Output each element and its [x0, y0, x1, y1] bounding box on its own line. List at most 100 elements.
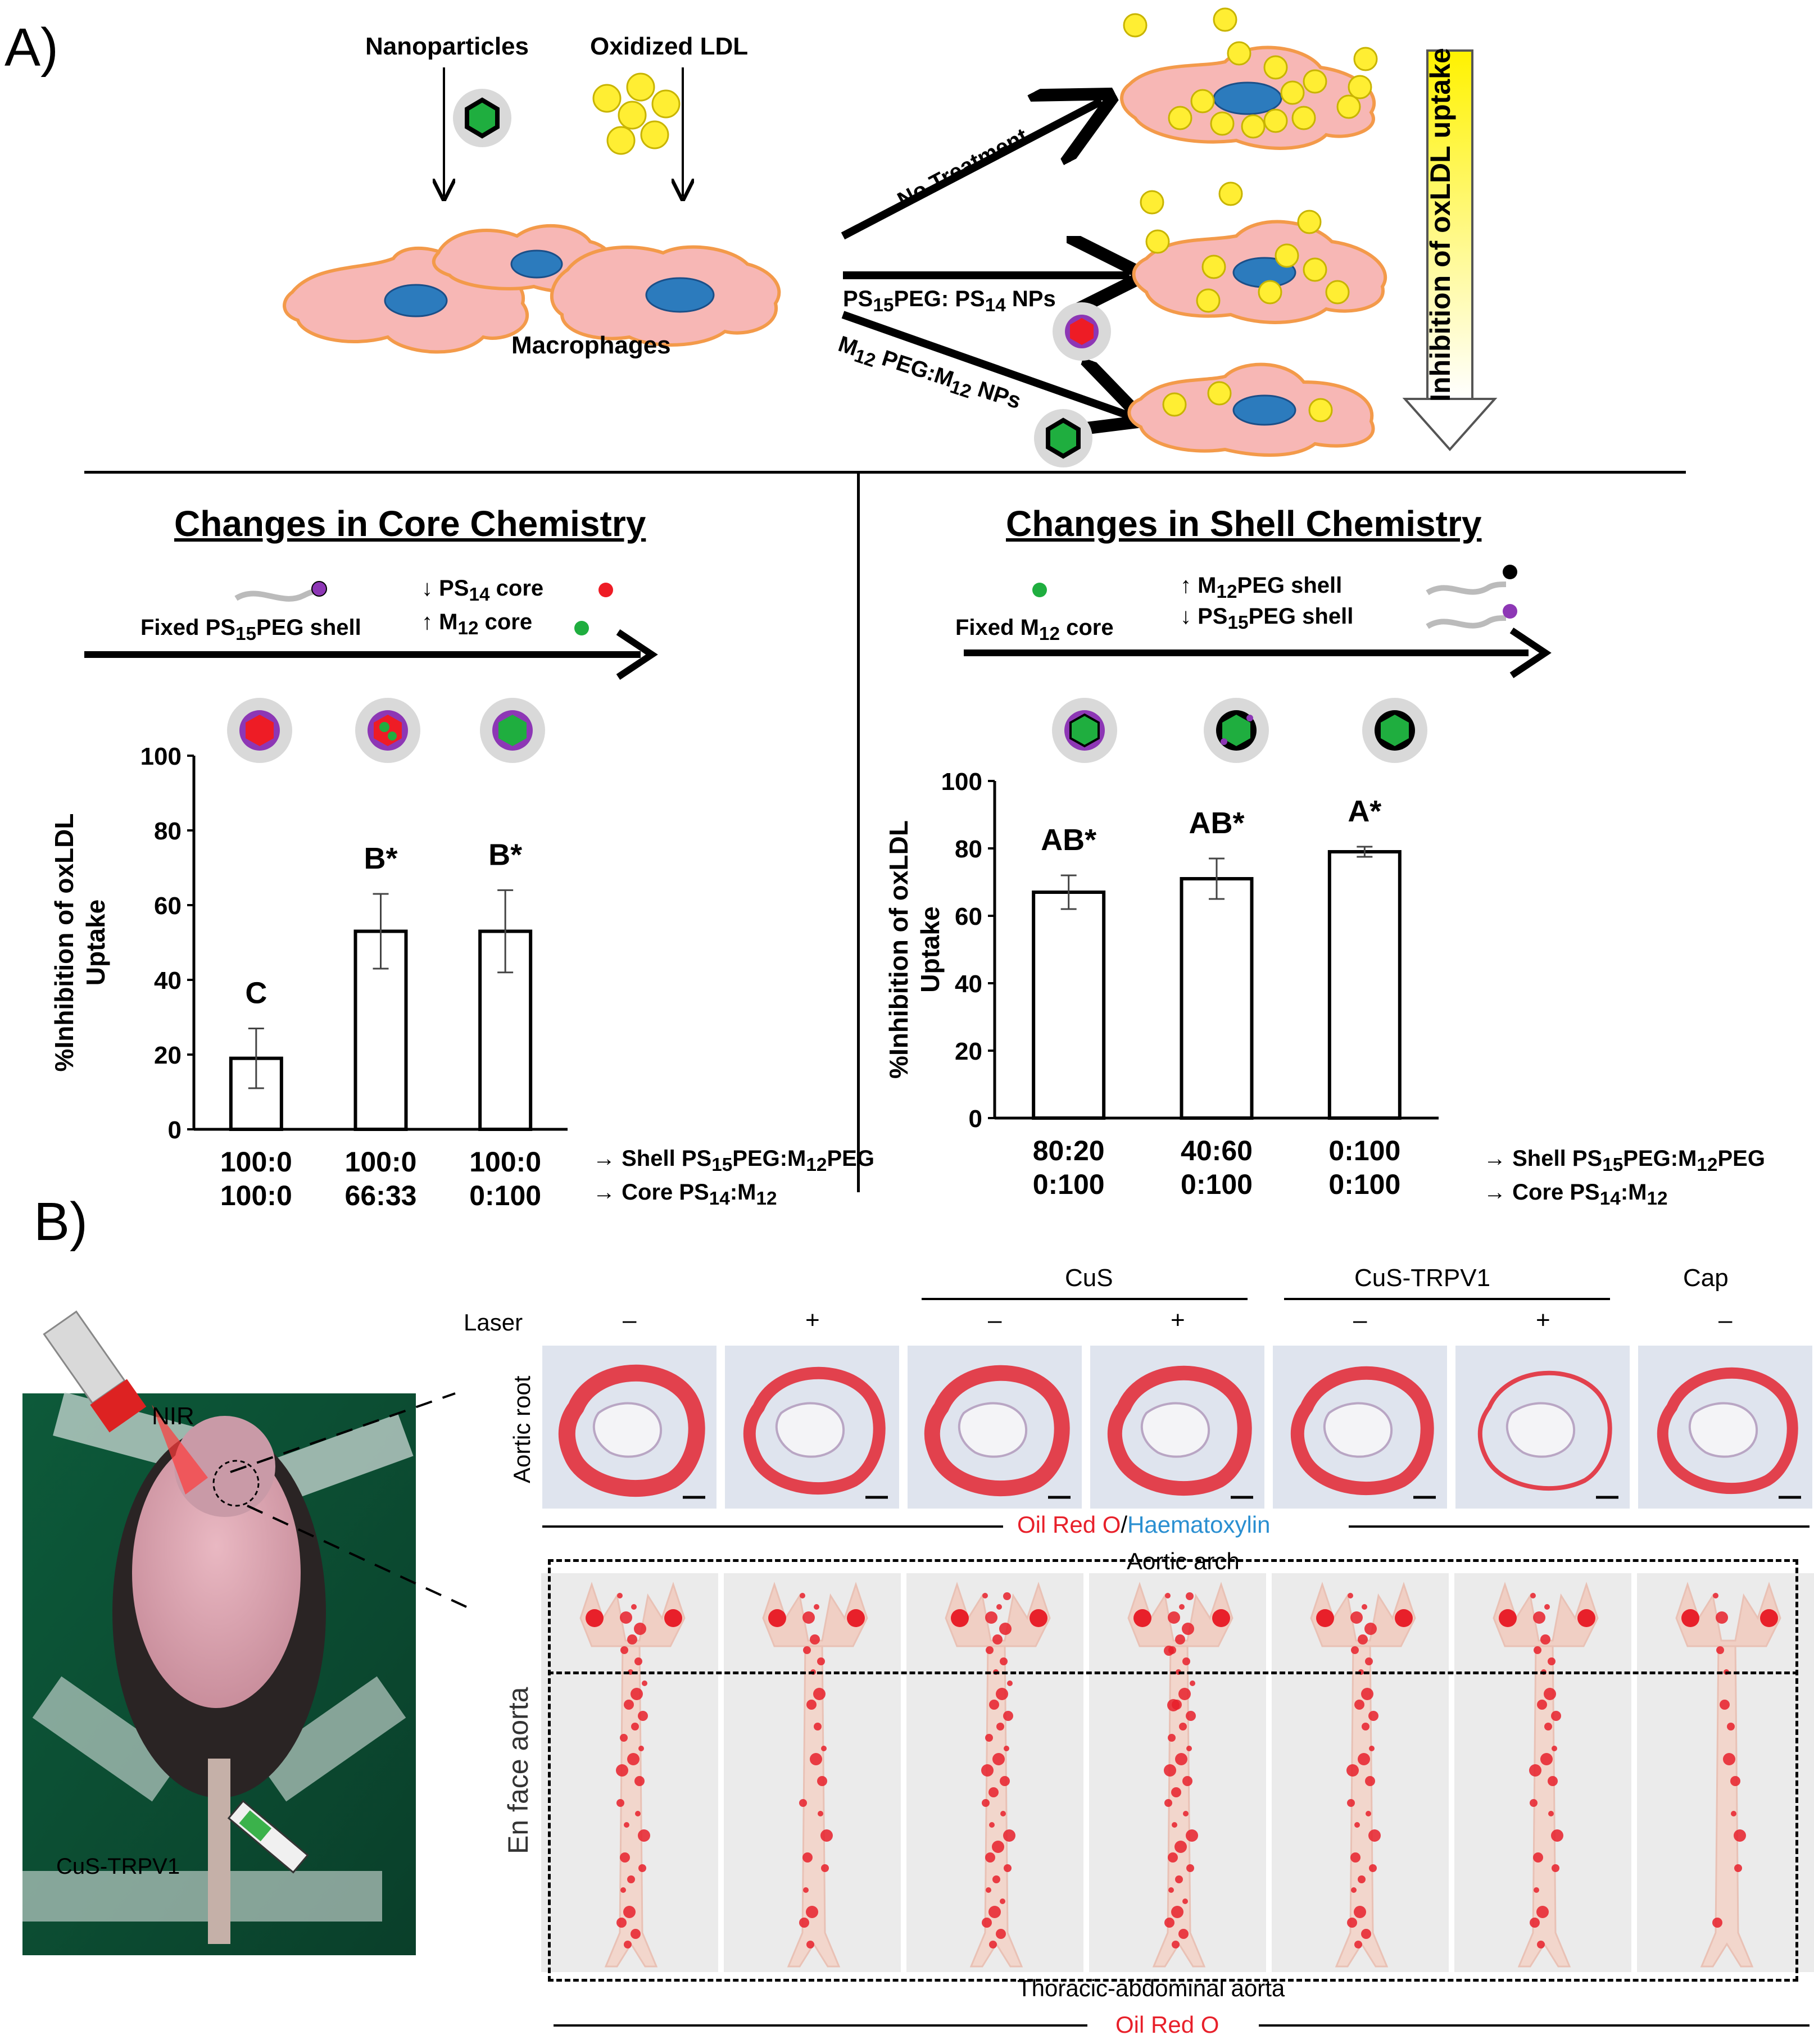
aortic-root-image	[725, 1346, 899, 1509]
laser-state: +	[805, 1306, 820, 1334]
shell-shell-row-label: → Shell PS15PEG:M12PEG	[1484, 1146, 1765, 1175]
np-icon-core-3	[480, 698, 545, 763]
aortic-root-image	[542, 1346, 716, 1509]
category-core-label: 0:100	[469, 1180, 541, 1211]
chart-shell: %Inhibition of oxLDLUptake020406080100AB…	[884, 768, 1439, 1200]
ps-nps-label: PS15PEG: PS14 NPs	[843, 287, 1056, 316]
core-up-label: ↑ M12 core	[421, 610, 533, 639]
significance-label: AB*	[1041, 823, 1096, 857]
y-tick-label: 40	[154, 967, 182, 994]
laser-state: –	[988, 1306, 1002, 1334]
np-icon-shell-3	[1362, 698, 1427, 763]
oil-line-right	[1259, 2024, 1810, 2027]
en-face-aorta-image	[906, 1573, 1083, 1972]
stain-line-left	[542, 1525, 1003, 1528]
np-icon-shell-1	[1052, 698, 1117, 763]
shell-down-label: ↓ PS15PEG shell	[1180, 604, 1354, 633]
category-core-label: 0:100	[1033, 1169, 1105, 1200]
group-header-cus: CuS	[1065, 1264, 1113, 1292]
category-core-label: 0:100	[1328, 1169, 1400, 1200]
en-face-aorta-image	[1637, 1573, 1814, 1972]
schematic: Inhibition of oxLDL uptake	[283, 7, 1498, 467]
np-icon-core-2	[355, 698, 420, 763]
inhibition-arrow	[1402, 49, 1498, 452]
y-tick-label: 0	[969, 1105, 982, 1133]
category-shell-label: 100:0	[220, 1146, 292, 1178]
mouse-photo: NIR CuS-TRPV1	[22, 1310, 416, 1955]
y-axis-label: %Inhibition of oxLDLUptake	[49, 814, 110, 1072]
category-shell-label: 100:0	[469, 1146, 541, 1178]
laser-state: –	[1353, 1306, 1367, 1334]
syringe-label: CuS-TRPV1	[56, 1854, 180, 1879]
m-np-icon	[1034, 409, 1092, 467]
category-core-label: 100:0	[220, 1180, 292, 1211]
thoracic-label: Thoracic-abdominal aorta	[1017, 1975, 1285, 2001]
nanoparticle-icon	[453, 89, 511, 147]
y-tick-label: 100	[941, 768, 982, 796]
aortic-root-image	[1638, 1346, 1812, 1509]
stain-line-right	[1349, 1525, 1810, 1528]
y-tick-label: 80	[955, 835, 982, 863]
laser-states-row: –+–+–+–	[0, 1306, 1814, 1340]
nanoparticles-label: Nanoparticles	[365, 33, 529, 60]
aortic-root-image	[1090, 1346, 1264, 1509]
core-fixed-label: Fixed PS15PEG shell	[140, 615, 361, 644]
core-heading: Changes in Core Chemistry	[174, 503, 646, 544]
laser-state: +	[1536, 1306, 1550, 1334]
category-shell-label: 80:20	[1033, 1135, 1105, 1166]
laser-state: –	[1718, 1306, 1733, 1334]
cus-header-line	[922, 1298, 1248, 1300]
aortic-arch-divider	[548, 1671, 1798, 1674]
shell-heading: Changes in Shell Chemistry	[1006, 503, 1482, 544]
laser-label: Laser	[464, 1309, 523, 1336]
macrophage-nuclei	[384, 249, 715, 317]
core-shell-row-label: → Shell PS15PEG:M12PEG	[593, 1146, 874, 1175]
en-face-aorta-image	[1272, 1573, 1449, 1972]
category-core-label: 66:33	[345, 1180, 417, 1211]
y-tick-label: 80	[154, 817, 182, 845]
shell-core-row-label: → Core PS14:M12	[1484, 1180, 1668, 1209]
panel-b-label: B)	[34, 1192, 88, 1252]
y-tick-label: 60	[154, 892, 182, 920]
arrow-m-nps	[841, 311, 1130, 416]
laser-state: +	[1171, 1306, 1185, 1334]
significance-label: AB*	[1189, 806, 1244, 840]
y-tick-label: 60	[955, 903, 982, 930]
bar	[1032, 891, 1106, 1120]
shell-fixed-label: Fixed M12 core	[955, 615, 1114, 644]
category-shell-label: 40:60	[1181, 1135, 1253, 1166]
divider-vertical	[857, 473, 860, 1192]
en-face-aorta-image	[724, 1573, 901, 1972]
y-tick-label: 100	[140, 743, 182, 770]
divider-horizontal	[84, 471, 1686, 474]
bar	[1180, 877, 1254, 1120]
chart-core: %Inhibition of oxLDLUptake020406080100C1…	[49, 743, 568, 1211]
category-shell-label: 0:100	[1328, 1135, 1400, 1166]
y-tick-label: 20	[955, 1038, 982, 1065]
significance-label: B*	[364, 842, 397, 875]
en-face-aorta-image	[1454, 1573, 1631, 1972]
inhibition-label: Inhibition of oxLDL uptake	[1425, 48, 1456, 402]
aortic-root-images	[0, 1346, 1814, 1514]
en-face-aorta-image	[1089, 1573, 1266, 1972]
shell-up-label: ↑ M12PEG shell	[1180, 573, 1343, 602]
np-icon-core-1	[227, 698, 292, 763]
aortic-root-image	[1273, 1346, 1447, 1509]
en-face-dashed-box	[548, 1559, 1798, 1982]
category-core-label: 0:100	[1181, 1169, 1253, 1200]
section-arrows	[84, 565, 1552, 680]
macrophages-label: Macrophages	[511, 331, 671, 359]
core-core-row-label: → Core PS14:M12	[593, 1180, 777, 1209]
y-axis-label: %Inhibition of oxLDLUptake	[884, 820, 945, 1079]
category-shell-label: 100:0	[345, 1146, 417, 1178]
panel-a-label: A)	[4, 17, 58, 78]
significance-label: C	[245, 976, 267, 1010]
cus-trpv1-header-line	[1284, 1298, 1610, 1300]
ps-np-icon	[1053, 302, 1111, 361]
bound-oxldl	[1123, 7, 1378, 423]
oxldl-cluster-icon	[592, 72, 681, 155]
y-tick-label: 0	[168, 1116, 182, 1144]
oil-line-left	[554, 2024, 1087, 2027]
